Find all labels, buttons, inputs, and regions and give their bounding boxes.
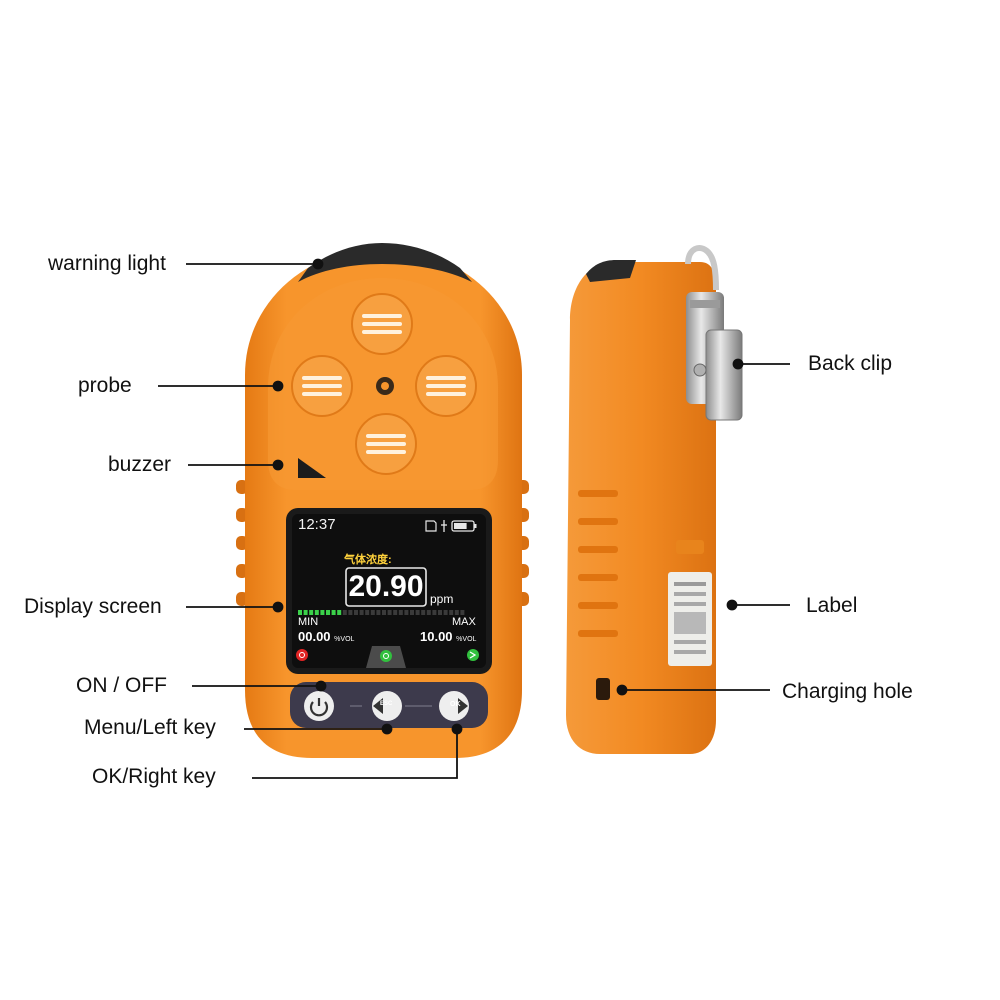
ok-key-label: OK [450,701,461,708]
callout-label: Label [806,594,858,617]
probe-right [415,355,477,417]
probe-top [351,293,413,355]
bar-segment [354,610,358,615]
esc-key-label: ESC [380,701,393,707]
callout-menu-left-key: Menu/Left key [84,716,216,739]
buzzer-icon [298,458,326,478]
bar-segment [298,610,302,615]
max-label: MAX [452,616,476,628]
center-gear-icon [376,377,394,395]
bar-segment [421,610,426,615]
bar-segment [393,610,398,615]
bar-segment [410,610,414,615]
callout-ok-right-key: OK/Right key [92,765,216,788]
probe-left [291,355,353,417]
bar-segment [326,610,330,615]
bar-segment [426,610,431,615]
product-label-sticker [668,572,712,666]
leader-lines [158,258,790,779]
callout-warning-light: warning light [48,252,166,275]
bar-segment [337,610,342,615]
gas-reading-value: 20.90 [348,570,424,603]
battery-icon [451,520,477,532]
bar-segment [370,610,375,615]
callout-charging-hole: Charging hole [782,680,913,703]
bar-segment [443,610,448,615]
min-value: 00.00 %VOL [298,629,354,644]
ok-right-button[interactable] [439,691,469,721]
sd-card-icon [425,520,437,532]
bar-segment [309,610,314,615]
reading-unit: ppm [430,592,454,606]
gas-concentration-label: 气体浓度: [344,554,392,566]
back-clip [685,245,743,421]
callout-on-off: ON / OFF [76,674,167,697]
concentration-bar [298,610,465,615]
max-value: 10.00 %VOL [420,629,476,644]
charging-port [596,678,610,700]
side-device [566,245,743,754]
alarm-red-icon [296,649,308,661]
bar-segment [387,610,392,615]
bar-segment [460,610,465,615]
max-value-number: 10.00 [420,629,453,644]
next-green-icon [467,649,479,661]
reading-box [345,567,427,607]
min-value-unit: %VOL [334,636,355,643]
side-ribs [578,490,618,637]
bar-segment [454,610,459,615]
usb-icon [441,520,447,532]
bar-segment [432,610,437,615]
bar-segment [404,610,409,615]
front-device [236,243,529,758]
max-value-unit: %VOL [456,636,477,643]
probe-bottom [355,413,417,475]
bar-segment [348,610,353,615]
power-button[interactable] [304,691,334,721]
center-tab [366,646,406,668]
min-label: MIN [298,616,319,628]
callout-back-clip: Back clip [808,352,893,375]
callout-probe: probe [78,374,132,397]
bar-segment [331,610,336,615]
bar-segment [320,610,325,615]
bar-segment [365,610,370,615]
bar-segment [359,610,364,615]
callout-buzzer: buzzer [108,453,172,476]
bar-segment [438,610,442,615]
callout-display-screen: Display screen [24,595,162,618]
esc-left-button[interactable] [372,691,402,721]
bar-segment [398,610,403,615]
screen-display [292,514,486,668]
bar-segment [376,610,381,615]
bar-segment [382,610,386,615]
bar-segment [449,610,454,615]
bar-segment [314,610,319,615]
bar-segment [342,610,347,615]
screen-time: 12:37 [298,516,336,533]
min-value-number: 00.00 [298,629,331,644]
bar-segment [303,610,308,615]
side-tab [676,540,704,554]
bar-segment [415,610,420,615]
warning-light-cap [298,243,472,282]
side-black-cap [586,260,636,282]
